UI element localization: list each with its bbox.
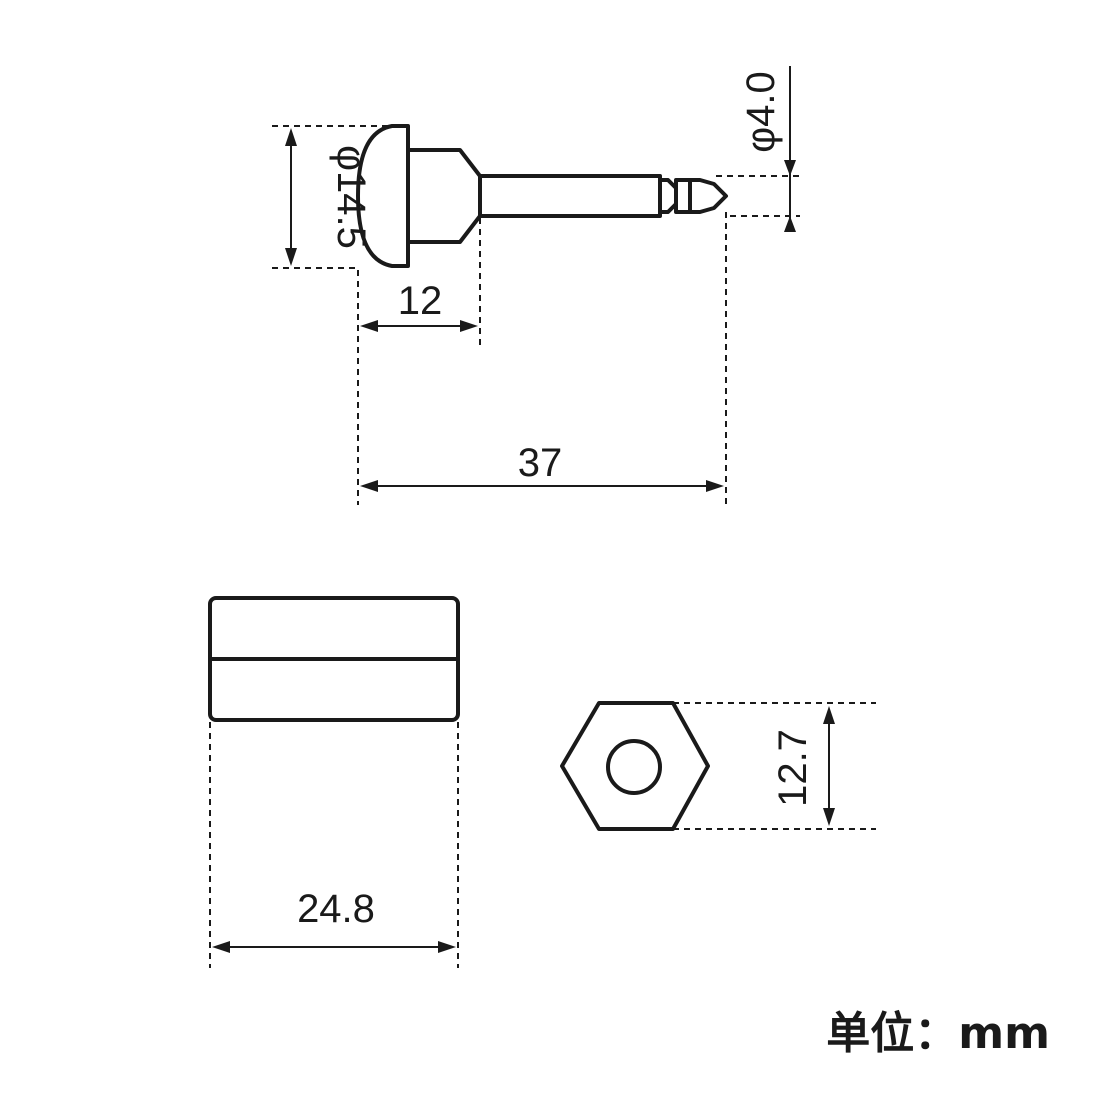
pin-tip: [674, 178, 728, 214]
dim-body-length: [209, 722, 459, 968]
dim-tip-diameter: [716, 66, 800, 232]
body-length-label: 24.8: [297, 887, 375, 931]
total-length-label: 37: [518, 441, 563, 485]
head-diameter-label: φ14.5: [329, 145, 373, 249]
unit-label: 单位：mm: [826, 1008, 1050, 1059]
hex-outline: [560, 701, 710, 831]
dim-total-length: [360, 212, 727, 505]
lock-body-side: [208, 596, 460, 722]
hex-center-hole: [606, 739, 662, 795]
pin-head-cap: [356, 124, 410, 268]
hex-size-label: 12.7: [771, 729, 815, 807]
dim-head-length: [357, 218, 481, 505]
pin-outline: [356, 124, 728, 268]
dim-hex-size: [673, 702, 876, 830]
lock-body-end: [560, 701, 710, 831]
pin-collar: [406, 148, 482, 244]
tip-diameter-label: φ4.0: [739, 71, 783, 153]
pin-neck: [658, 178, 678, 214]
dim-head-diameter: [272, 125, 392, 269]
pin-shaft: [478, 174, 662, 218]
head-length-label: 12: [398, 279, 443, 323]
